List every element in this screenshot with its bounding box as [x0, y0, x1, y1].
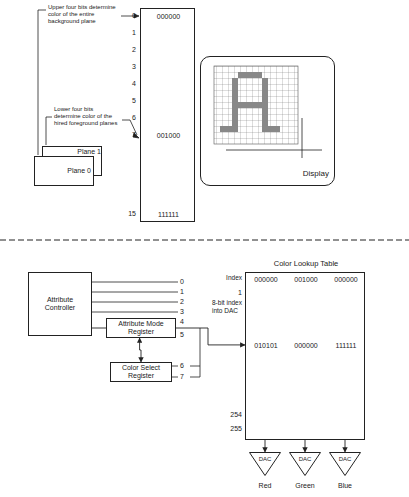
index-number: 3: [180, 308, 190, 316]
index-number: 0: [118, 12, 136, 20]
index-number: 7: [118, 131, 136, 139]
node-text: Color Select Register: [111, 364, 171, 380]
lookup-table-grid: [245, 272, 365, 440]
channel-name: Blue: [327, 482, 363, 490]
register-box: Color Select Register: [110, 362, 172, 382]
node-text: 111111: [326, 342, 366, 350]
index-number: 6: [180, 362, 190, 370]
controller-box: Attribute Controller: [28, 272, 92, 336]
index-number: 4: [118, 80, 136, 88]
channel-name: Green: [287, 482, 323, 490]
node-text: Attribute Mode Register: [107, 320, 175, 336]
index-number: 1: [180, 288, 190, 296]
divider: [0, 240, 409, 241]
index-number: 3: [118, 63, 136, 71]
node-text: Display: [281, 169, 329, 178]
display-screen: Display: [200, 56, 335, 186]
node-text: 000000: [246, 276, 286, 284]
index-number: 255: [218, 425, 242, 433]
node-text: 000000: [326, 276, 366, 284]
node-text: 000000: [141, 13, 196, 21]
index-number: 5: [118, 97, 136, 105]
channel-name: Red: [247, 482, 283, 490]
register-box: Attribute Mode Register: [106, 318, 176, 338]
dac-outline: [289, 452, 321, 476]
annotation-note: Lower four bits determine color of the h…: [54, 106, 120, 127]
index-number: 1: [226, 289, 242, 297]
node-text: Plane 1: [65, 148, 101, 156]
index-number: 1: [118, 29, 136, 37]
palette-registers: 000000 001000 111111: [140, 8, 195, 222]
dac-outline: [329, 452, 361, 476]
index-number: 5: [180, 331, 190, 339]
node-text: Color Lookup Table: [246, 260, 366, 269]
connector: [140, 338, 141, 362]
node-text: Attribute Controller: [29, 296, 91, 312]
node-text: DAC: [249, 455, 281, 463]
edge-label: 8-bit index into DAC: [212, 299, 244, 315]
index-number: 0: [180, 278, 190, 286]
connector: [305, 440, 306, 452]
index-number: 2: [118, 46, 136, 54]
node-text: 001000: [141, 132, 196, 140]
connector: [92, 328, 106, 329]
node-text: Plane 0: [55, 167, 91, 175]
node-text: 001000: [286, 276, 326, 284]
index-number: 2: [180, 298, 190, 306]
lookup-table: Color Lookup Table0000000010000000000101…: [245, 272, 365, 440]
connector: [176, 328, 245, 345]
index-number: 15: [118, 210, 136, 218]
node-text: 000000: [286, 342, 326, 350]
connector: [345, 440, 346, 452]
index-number: 254: [218, 411, 242, 419]
dac-triangle: DAC: [249, 452, 281, 476]
annotation-note: Upper four bits determine color of the e…: [48, 4, 120, 25]
index-number: 6: [118, 114, 136, 122]
connector: [265, 440, 266, 452]
dac-triangle: DAC: [329, 452, 361, 476]
dac-outline: [249, 452, 281, 476]
plane-box: Plane 0: [34, 156, 94, 186]
dac-triangle: DAC: [289, 452, 321, 476]
display-figure: [214, 66, 322, 158]
leader-lines: [38, 10, 139, 155]
node-text: DAC: [329, 455, 361, 463]
index-number: Index: [216, 274, 242, 282]
node-text: 010101: [246, 342, 286, 350]
index-number: 4: [180, 318, 190, 326]
index-number: 7: [180, 373, 190, 381]
node-text: DAC: [289, 455, 321, 463]
node-text: 111111: [141, 211, 196, 219]
